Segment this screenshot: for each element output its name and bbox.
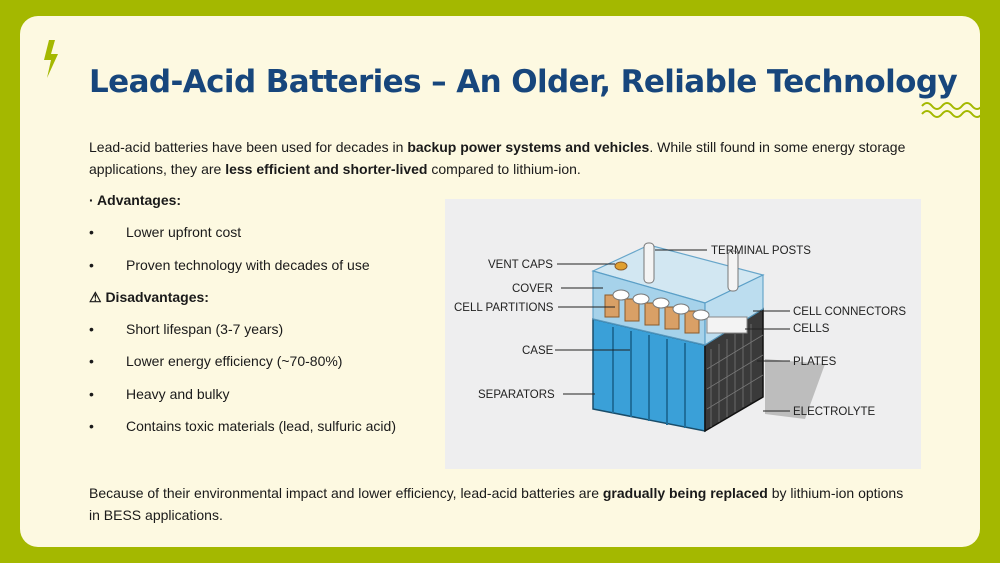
label-vent-caps: VENT CAPS xyxy=(488,259,553,271)
advantages-heading: · Advantages: xyxy=(89,192,182,208)
terminal-posts xyxy=(643,242,739,292)
bullet-marker: • xyxy=(89,321,94,337)
bullet-marker: • xyxy=(89,418,94,434)
bullet-marker: • xyxy=(89,257,94,273)
intro-text-1: Lead-acid batteries have been used for d… xyxy=(89,139,408,155)
list-item-text: Contains toxic materials (lead, sulfuric… xyxy=(126,418,396,434)
label-plates: PLATES xyxy=(793,356,837,368)
vent-cap xyxy=(614,261,628,271)
bullet-marker: • xyxy=(89,386,94,402)
label-terminal-posts: TERMINAL POSTS xyxy=(711,245,811,257)
cell-connectors xyxy=(604,294,748,334)
label-cell-partitions: CELL PARTITIONS xyxy=(454,302,554,314)
disadvantages-heading: ⚠ Disadvantages: xyxy=(89,289,209,305)
label-cells: CELLS xyxy=(793,323,830,335)
battery-illustration: TERMINAL POSTS VENT CAPS COVER CELL PART… xyxy=(454,242,906,433)
list-item-text: Proven technology with decades of use xyxy=(126,257,370,273)
outro-paragraph: Because of their environmental impact an… xyxy=(89,482,909,526)
list-item-text: Lower energy efficiency (~70-80%) xyxy=(126,353,343,369)
intro-paragraph: Lead-acid batteries have been used for d… xyxy=(89,136,909,180)
leader-lines xyxy=(555,249,790,412)
label-cell-connectors: CELL CONNECTORS xyxy=(793,306,906,318)
bullet-marker: • xyxy=(89,224,94,240)
intro-bold-1: backup power systems and vehicles xyxy=(407,139,650,155)
bullet-marker: • xyxy=(89,353,94,369)
intro-text-2: . While still found in some energy stora… xyxy=(89,139,906,177)
list-item-text: Lower upfront cost xyxy=(126,224,242,240)
outro-text-1: Because of their environmental impact an… xyxy=(89,485,603,501)
outro-bold-1: gradually being replaced xyxy=(602,485,768,501)
list-item-text: Short lifespan (3-7 years) xyxy=(126,321,284,337)
page-title: Lead-Acid Batteries – An Older, Reliable… xyxy=(89,64,958,100)
outro-text-2: by lithium-ion options in BESS applicati… xyxy=(89,485,904,523)
intro-text-3: compared to lithium-ion. xyxy=(427,161,581,177)
plates-grid xyxy=(706,324,764,427)
label-case: CASE xyxy=(522,345,554,357)
lightning-icon xyxy=(44,40,58,78)
list-item-text: Heavy and bulky xyxy=(126,386,230,402)
squiggle-decoration xyxy=(921,102,982,118)
intro-bold-2: less efficient and shorter-lived xyxy=(225,161,428,177)
label-cover: COVER xyxy=(512,283,553,295)
cell-partitions xyxy=(612,289,710,321)
label-separators: SEPARATORS xyxy=(478,389,555,401)
label-electrolyte: ELECTROLYTE xyxy=(793,406,876,418)
case-ridges xyxy=(612,327,686,428)
battery-diagram: TERMINAL POSTS VENT CAPS COVER CELL PART… xyxy=(445,199,921,469)
battery-shadow xyxy=(765,359,825,419)
